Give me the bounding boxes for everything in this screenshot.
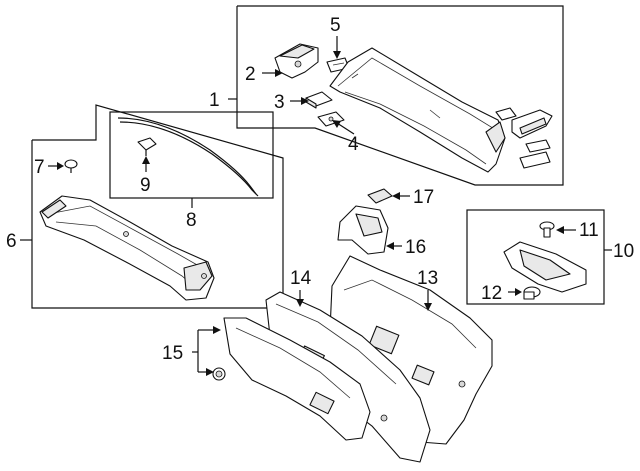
callout-15: 15 (162, 343, 183, 364)
part-2-bracket (274, 43, 319, 79)
leader-13 (424, 290, 432, 311)
part-10-bracket (503, 241, 587, 293)
group-6-box (20, 104, 284, 309)
part-12-clip (523, 286, 541, 300)
part-7-clip (64, 159, 78, 173)
callout-8: 8 (186, 210, 197, 231)
leader-2 (262, 69, 283, 77)
part-1-cowl-panel (329, 47, 506, 173)
callout-2: 2 (245, 64, 256, 85)
leader-4 (332, 120, 355, 135)
leader-11 (556, 226, 576, 234)
part-11-screw (539, 221, 555, 238)
callout-12: 12 (481, 283, 502, 304)
callout-14: 14 (290, 268, 312, 289)
callout-1: 1 (209, 90, 220, 111)
leader-15 (192, 326, 221, 376)
callout-13: 13 (417, 268, 438, 289)
part-17-pad (367, 188, 393, 204)
callout-11: 11 (579, 220, 599, 241)
leader-7 (48, 162, 64, 170)
part-9-clip (137, 137, 157, 156)
callout-6: 6 (6, 231, 17, 252)
callout-17: 17 (413, 187, 434, 208)
callout-3: 3 (274, 92, 285, 113)
leader-3 (290, 97, 309, 105)
callout-4: 4 (348, 134, 359, 155)
part-15-insulator (212, 317, 371, 441)
callout-10: 10 (613, 241, 634, 262)
callout-9: 9 (140, 175, 151, 196)
callout-16: 16 (405, 237, 426, 258)
part-8-seal (117, 117, 259, 197)
part-16-bracket (337, 205, 389, 255)
group-10-box (466, 209, 612, 305)
leader-17 (392, 192, 410, 200)
leader-9 (142, 156, 150, 172)
callout-7: 7 (34, 157, 45, 178)
part-3-clip (305, 91, 333, 109)
leader-5 (333, 36, 341, 59)
leader-16 (386, 242, 402, 250)
leader-12 (508, 288, 522, 296)
leader-14 (296, 290, 304, 307)
part-1-clips (495, 107, 553, 169)
part-6-cowl-panel (39, 195, 215, 301)
callout-5: 5 (330, 15, 341, 36)
group-1-box (228, 5, 564, 186)
group-8-box (109, 111, 274, 208)
part-4-clip (317, 111, 345, 127)
